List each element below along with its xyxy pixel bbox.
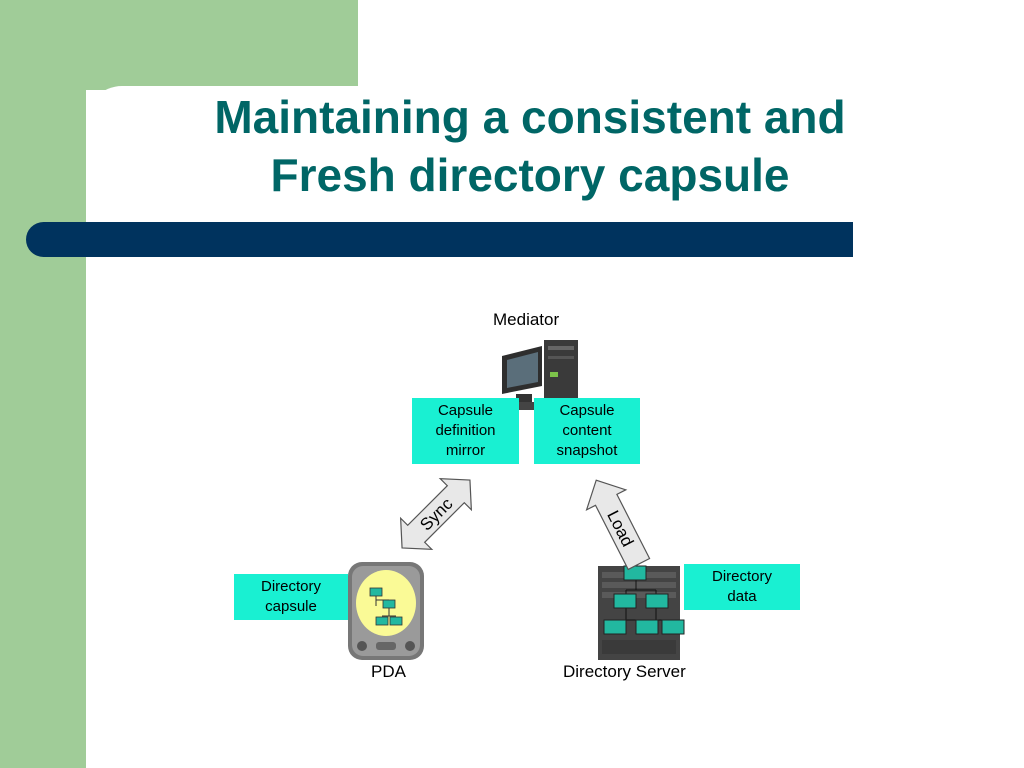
box-line: definition [435,422,496,439]
load-arrow: Load [585,479,651,571]
box-line: Capsule [559,402,615,419]
directory-data-box: Directory data [684,564,800,610]
box-line: data [727,588,757,605]
box-line: Directory [260,578,321,595]
capsule-definition-mirror-box: Capsule definition mirror [412,398,519,464]
server-tower-icon [598,565,685,660]
capsule-content-snapshot-box: Capsule content snapshot [534,398,640,464]
box-line: capsule [265,598,317,615]
title-underline-bar [26,222,853,257]
box-line: mirror [445,442,486,459]
box-line: content [562,422,612,439]
box-line: Directory [711,568,772,585]
desktop-computer-icon [498,340,578,414]
box-line: snapshot [556,442,618,459]
box-line: Capsule [437,402,494,419]
directory-capsule-box: Directory capsule [234,574,348,620]
pda-device-icon [348,562,424,660]
slide-title-line-1: Maintaining a consistent and [214,91,846,143]
sync-arrow: Sync [399,477,473,551]
directory-server-label: Directory Server [563,662,686,681]
background-green-left [0,0,86,768]
slide-title-line-2: Fresh directory capsule [270,149,790,201]
pda-label: PDA [371,662,406,681]
slide-title: Maintaining a consistent and Fresh direc… [150,88,910,204]
double-arrow-icon [399,477,473,551]
mediator-label: Mediator [493,310,560,329]
single-arrow-icon [585,479,651,571]
